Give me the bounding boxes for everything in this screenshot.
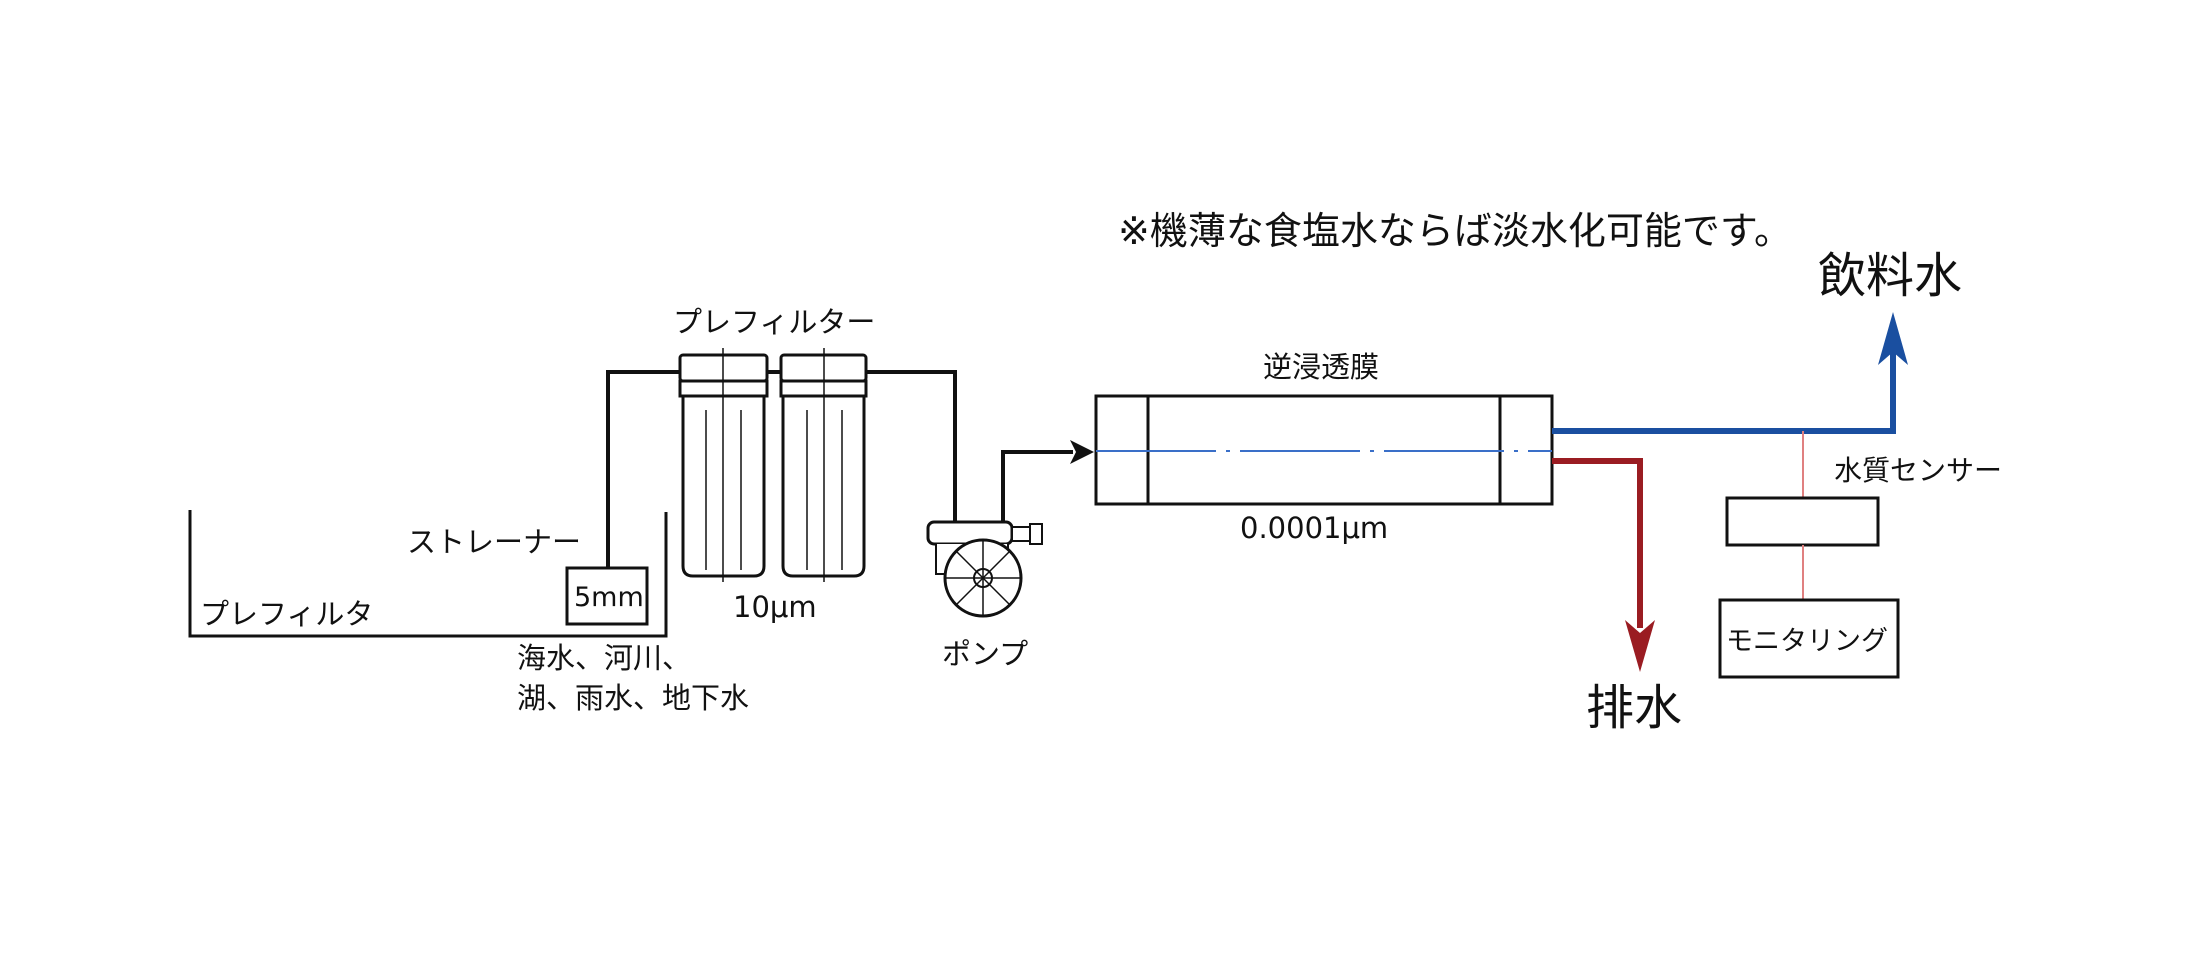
feed-pipe — [606, 370, 957, 568]
drinking-water-label: 飲料水 — [1818, 248, 1962, 304]
strainer-label: ストレーナー — [407, 525, 581, 559]
quality-sensor-label: 水質センサー — [1834, 454, 2002, 487]
quality-sensor — [1725, 496, 1880, 547]
membrane-label: 逆浸透膜 — [1263, 350, 1379, 384]
clean-water-pipe — [1552, 312, 1908, 434]
flow-arrowhead — [1070, 440, 1094, 464]
drain-label: 排水 — [1586, 680, 1682, 736]
source-tank — [188, 510, 668, 638]
pump-outlet-pipe — [1001, 440, 1094, 522]
prefilter-housing-1 — [678, 348, 769, 582]
water-sources-line2: 湖、雨水、地下水 — [517, 681, 749, 715]
pump — [926, 520, 1043, 618]
prefilter-housing-2 — [779, 348, 868, 582]
down-arrow-icon — [1625, 620, 1655, 672]
water-sources-line1: 海水、河川、 — [517, 641, 691, 675]
up-arrow-icon — [1878, 312, 1908, 365]
prefilter-size-label: 10μm — [733, 590, 817, 624]
prefilter-label: プレフィルター — [673, 305, 875, 339]
pump-label: ポンプ — [942, 637, 1028, 671]
strainer-size-label: 5mm — [574, 582, 644, 613]
strainer — [565, 566, 649, 626]
note-text: ※機薄な食塩水ならば淡水化可能です。 — [1118, 209, 1792, 253]
drain-pipe — [1552, 458, 1655, 672]
prefilter-tank-label: プレフィルタ — [200, 597, 373, 631]
monitoring-box — [1718, 598, 1900, 679]
membrane-size-label: 0.0001μm — [1240, 511, 1388, 545]
monitoring-label: モニタリング — [1726, 626, 1888, 657]
